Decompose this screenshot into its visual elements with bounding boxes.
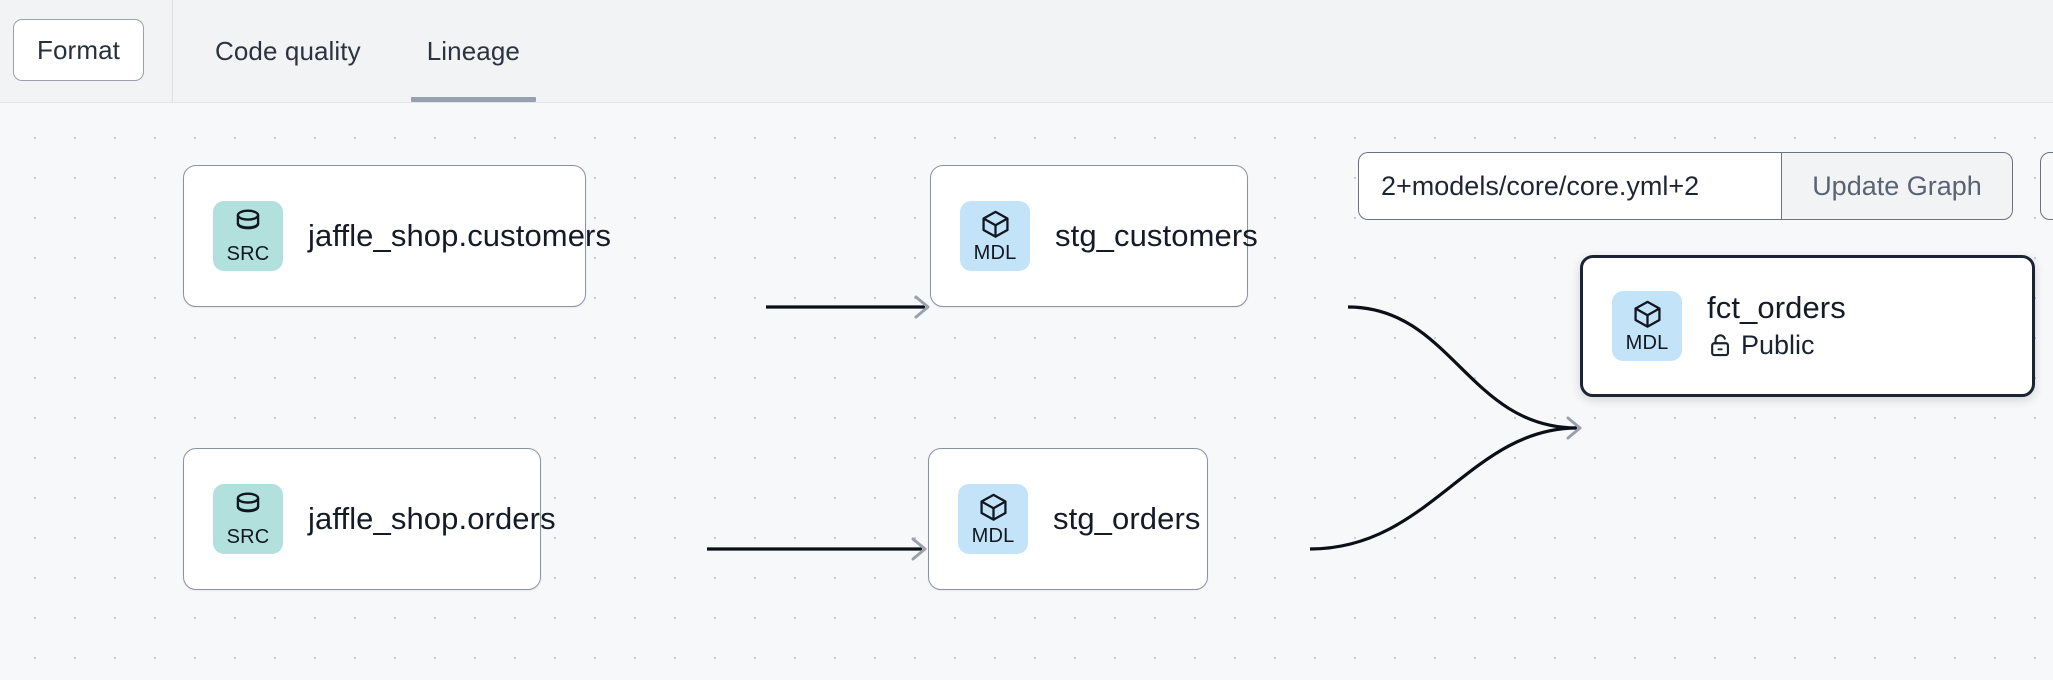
node-title: jaffle_shop.orders [308,500,556,536]
node-body: stg_customers [1055,217,1258,254]
node-title: stg_customers [1055,217,1258,253]
tab-lineage[interactable]: Lineage [394,0,553,103]
node-body: stg_orders [1053,500,1201,537]
node-badge-label: MDL [971,525,1015,547]
node-badge-src: SRC [213,484,283,554]
tab-code-quality[interactable]: Code quality [215,36,361,66]
node-body: fct_orders Public [1707,290,1846,361]
tab-bar: Code quality Lineage [172,0,553,103]
cube-icon [981,210,1009,238]
graph-node-src-customers[interactable]: SRC jaffle_shop.customers [183,165,611,307]
edge-stg-customers-to-fct-orders [1347,305,1578,430]
node-badge-src: SRC [213,201,283,271]
graph-side-panel-partial[interactable] [2040,152,2053,220]
node-title: jaffle_shop.customers [308,217,612,253]
edge-stg-orders-to-fct-orders [1309,416,1582,551]
node-badge-mdl: MDL [1612,291,1682,361]
graph-node-stg-orders[interactable]: MDL stg_orders [928,448,1208,590]
unlock-icon [1711,334,1730,356]
selector-input[interactable] [1358,152,1781,220]
node-badge-label: SRC [226,525,270,548]
cube-icon [1633,300,1661,328]
top-toolbar: Format Code quality Lineage [0,0,2053,103]
database-icon [236,209,260,229]
lineage-canvas[interactable]: Update Graph SRC jaffle_shop.customers [0,103,2053,680]
node-badge-label: MDL [1625,332,1669,354]
toolbar-divider [172,0,173,103]
node-title: fct_orders [1707,290,1846,326]
cube-icon [979,493,1007,521]
format-button[interactable]: Format [13,19,144,81]
node-badge-mdl: MDL [960,201,1030,271]
database-icon [236,492,260,512]
node-title: stg_orders [1053,500,1201,536]
graph-controls: Update Graph [1358,152,2013,220]
update-graph-button[interactable]: Update Graph [1781,152,2013,220]
node-badge-mdl: MDL [958,484,1028,554]
node-visibility-label: Public [1741,329,1815,360]
edge-src-orders-to-stg-orders [707,537,927,561]
node-badge-label: SRC [226,242,270,265]
graph-node-stg-customers[interactable]: MDL stg_customers [930,165,1258,307]
node-body: jaffle_shop.orders [308,500,556,537]
graph-node-src-orders[interactable]: SRC jaffle_shop.orders [183,448,556,590]
edge-src-customers-to-stg-customers [766,295,930,319]
graph-node-fct-orders[interactable]: MDL fct_orders Public [1580,255,2035,397]
node-body: jaffle_shop.customers [308,217,612,254]
node-visibility: Public [1707,330,1846,361]
node-badge-label: MDL [973,242,1017,264]
